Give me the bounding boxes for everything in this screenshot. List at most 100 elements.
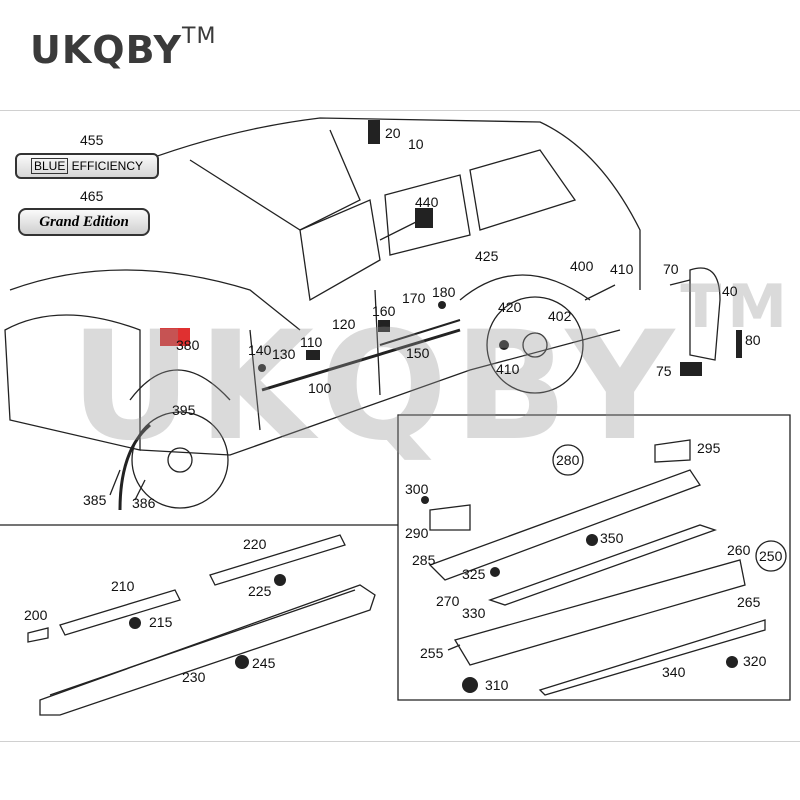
sensor-440-icon — [415, 208, 433, 228]
brand-name: UKQBY — [30, 28, 183, 72]
car-hood — [9, 269, 301, 331]
brand-tm: TM — [182, 24, 217, 50]
callout-250-circle — [755, 540, 787, 572]
fastener-310-icon — [462, 677, 478, 693]
label-150: 150 — [406, 345, 430, 361]
label-120: 120 — [332, 316, 356, 332]
leader-385 — [109, 469, 121, 496]
front-wheel — [131, 411, 229, 509]
label-395: 395 — [172, 402, 196, 418]
brand-logo: UKQBYTM — [30, 24, 216, 72]
fastener-225-icon — [274, 574, 286, 586]
leader-255 — [447, 644, 461, 651]
side-skirt-230 — [39, 584, 376, 716]
label-386: 386 — [132, 495, 156, 511]
label-270: 270 — [436, 593, 460, 609]
label-330: 330 — [462, 605, 486, 621]
car-windshield — [189, 129, 361, 231]
leader-440 — [379, 219, 421, 241]
bracket-210 — [59, 589, 181, 636]
label-40: 40 — [722, 283, 738, 299]
bracket-220 — [209, 534, 346, 586]
emblem-blue-word: BLUE — [30, 158, 69, 174]
clip-75-icon — [680, 362, 702, 376]
car-side-window-front — [299, 199, 381, 302]
label-285: 285 — [412, 552, 436, 568]
label-200: 200 — [24, 607, 48, 623]
fastener-300-icon — [421, 496, 429, 504]
label-265: 265 — [737, 594, 761, 610]
emblem-efficiency-word: EFFICIENCY — [71, 159, 144, 173]
label-400: 400 — [570, 258, 594, 274]
label-350: 350 — [600, 530, 624, 546]
label-20: 20 — [385, 125, 401, 141]
label-300: 300 — [405, 481, 429, 497]
leader-70 — [669, 279, 691, 286]
label-295: 295 — [697, 440, 721, 456]
fastener-410-icon — [499, 340, 509, 350]
watermark-tm: TM — [680, 272, 793, 342]
watermark-text: UKQBY — [70, 300, 681, 474]
label-250: 250 — [759, 548, 783, 564]
fastener-350-icon — [586, 534, 598, 546]
label-410-upper: 410 — [610, 261, 634, 277]
label-70: 70 — [663, 261, 679, 277]
label-170: 170 — [402, 290, 426, 306]
label-402: 402 — [548, 308, 572, 324]
running-board-frame-285 — [428, 469, 701, 581]
car-side-window-rear — [384, 174, 471, 256]
running-board-panel-border — [397, 414, 791, 701]
car-rear-window — [469, 149, 577, 231]
car-front-face — [4, 314, 141, 451]
label-140: 140 — [248, 342, 272, 358]
front-flare — [118, 423, 151, 511]
mud-flap-rear — [689, 267, 721, 361]
label-210: 210 — [111, 578, 135, 594]
bracket-290 — [429, 504, 471, 531]
label-100: 100 — [308, 380, 332, 396]
label-220: 220 — [243, 536, 267, 552]
label-310: 310 — [485, 677, 509, 693]
rear-wheel — [486, 296, 584, 394]
fastener-245-icon — [235, 655, 249, 669]
label-420: 420 — [498, 299, 522, 315]
side-molding — [261, 328, 461, 392]
trim-340 — [538, 619, 766, 696]
label-440: 440 — [415, 194, 439, 210]
clip-200 — [27, 627, 49, 643]
label-245: 245 — [252, 655, 276, 671]
rear-wheel-arch — [459, 274, 591, 301]
label-290: 290 — [405, 525, 429, 541]
bolt-80-icon — [736, 330, 742, 358]
label-10: 10 — [408, 136, 424, 152]
clip-160-icon — [378, 320, 390, 332]
car-door-line — [249, 329, 261, 431]
fastener-325-icon — [490, 567, 500, 577]
front-hub — [167, 447, 193, 473]
leader-386 — [134, 479, 146, 501]
label-255: 255 — [420, 645, 444, 661]
running-board-270 — [488, 524, 717, 606]
label-425: 425 — [475, 248, 499, 264]
label-75: 75 — [656, 363, 672, 379]
label-180: 180 — [432, 284, 456, 300]
bracket-295 — [654, 439, 691, 463]
emblem-blue-efficiency: BLUE EFFICIENCY — [15, 153, 159, 179]
car-roof-line — [119, 117, 641, 290]
label-160: 160 — [372, 303, 396, 319]
label-380: 380 — [176, 337, 200, 353]
fastener-180-icon — [438, 301, 446, 309]
label-340: 340 — [662, 664, 686, 680]
side-skirt-230-inner — [49, 589, 356, 696]
rear-hub — [522, 332, 548, 358]
watermark: UKQBYTM — [70, 272, 793, 474]
label-130: 130 — [272, 346, 296, 362]
label-325: 325 — [462, 566, 486, 582]
label-280: 280 — [556, 452, 580, 468]
label-465: 465 — [80, 188, 104, 204]
label-385: 385 — [83, 492, 107, 508]
leader-410 — [584, 284, 616, 301]
door-molding-2 — [379, 319, 461, 346]
label-230: 230 — [182, 669, 206, 685]
